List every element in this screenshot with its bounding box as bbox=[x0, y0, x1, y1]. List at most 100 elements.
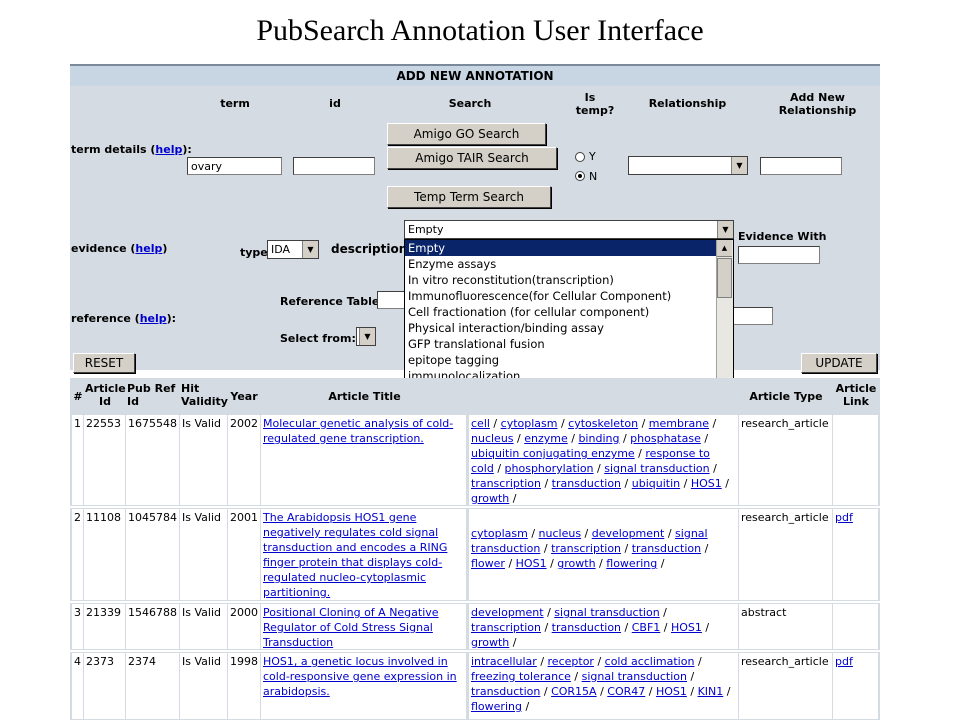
go-term-link[interactable]: phosphorylation bbox=[504, 462, 594, 475]
scroll-up-icon[interactable]: ▲ bbox=[717, 240, 732, 257]
description-select[interactable]: Empty ▼ bbox=[404, 220, 734, 239]
chevron-down-icon: ▼ bbox=[717, 221, 733, 238]
term-input[interactable]: ovary bbox=[187, 157, 282, 175]
go-term-link[interactable]: cold acclimation bbox=[604, 655, 695, 668]
scroll-thumb[interactable] bbox=[717, 258, 732, 298]
go-term-link[interactable]: HOS1 bbox=[671, 621, 702, 634]
temp-term-search-button[interactable]: Temp Term Search bbox=[387, 186, 551, 208]
go-term-link[interactable]: CBF1 bbox=[631, 621, 661, 634]
dropdown-option[interactable]: epitope tagging bbox=[408, 353, 500, 367]
go-term-link[interactable]: growth bbox=[557, 557, 596, 570]
article-title-link[interactable]: The Arabidopsis HOS1 gene negatively reg… bbox=[263, 511, 448, 599]
dropdown-option[interactable]: Enzyme assays bbox=[408, 257, 497, 271]
select-from-label: Select from: bbox=[280, 332, 356, 345]
new-relationship-input[interactable] bbox=[760, 157, 842, 175]
go-term-link[interactable]: signal transduction bbox=[471, 527, 708, 555]
go-term-link[interactable]: transduction bbox=[471, 685, 541, 698]
go-term-link[interactable]: nucleus bbox=[538, 527, 582, 540]
cell-validity: Is Valid bbox=[180, 415, 227, 505]
go-term-link[interactable]: transduction bbox=[551, 477, 622, 490]
dropdown-option[interactable]: Empty bbox=[405, 240, 733, 256]
go-term-link[interactable]: development bbox=[471, 606, 544, 619]
cell-link: pdf bbox=[833, 509, 878, 600]
dropdown-option[interactable]: Physical interaction/binding assay bbox=[408, 321, 604, 335]
cell-id: 2373 bbox=[84, 653, 125, 719]
go-term-link[interactable]: growth bbox=[471, 636, 510, 649]
article-title-link[interactable]: Positional Cloning of A Negative Regulat… bbox=[263, 606, 439, 649]
evidence-help-link[interactable]: help bbox=[135, 242, 163, 255]
reference-help-link[interactable]: help bbox=[139, 312, 167, 325]
temp-radio-y[interactable] bbox=[575, 152, 585, 162]
temp-radio-n[interactable] bbox=[575, 171, 585, 181]
go-term-link[interactable]: intracellular bbox=[471, 655, 537, 668]
type-label: type bbox=[240, 246, 268, 259]
update-button[interactable]: UPDATE bbox=[801, 353, 877, 373]
go-term-link[interactable]: cell bbox=[471, 417, 490, 430]
reset-button[interactable]: RESET bbox=[73, 353, 135, 373]
go-term-link[interactable]: development bbox=[591, 527, 665, 540]
go-term-link[interactable]: flower bbox=[471, 557, 505, 570]
dropdown-option[interactable]: Cell fractionation (for cellular compone… bbox=[408, 305, 650, 319]
reference-table-input[interactable] bbox=[377, 291, 407, 309]
cell-terms: development / signal transduction / tran… bbox=[469, 604, 738, 649]
th-year: Year bbox=[230, 390, 258, 403]
article-title-link[interactable]: Molecular genetic analysis of cold-regul… bbox=[263, 417, 454, 445]
go-term-link[interactable]: flowering bbox=[606, 557, 658, 570]
reference-extra-input[interactable] bbox=[731, 307, 773, 325]
go-term-link[interactable]: binding bbox=[578, 432, 620, 445]
id-input[interactable] bbox=[293, 157, 375, 175]
cell-year: 2001 bbox=[228, 509, 260, 600]
dropdown-option[interactable]: In vitro reconstitution(transcription) bbox=[408, 273, 614, 287]
article-title-link[interactable]: HOS1, a genetic locus involved in cold-r… bbox=[263, 655, 457, 698]
go-term-link[interactable]: HOS1 bbox=[655, 685, 687, 698]
term-help-link[interactable]: help bbox=[155, 143, 183, 156]
dropdown-scrollbar[interactable]: ▲ ▼ bbox=[716, 240, 733, 416]
go-term-link[interactable]: nucleus bbox=[471, 432, 514, 445]
dropdown-option[interactable]: GFP translational fusion bbox=[408, 337, 545, 351]
go-term-link[interactable]: ubiquitin bbox=[631, 477, 681, 490]
go-term-link[interactable]: ubiquitin conjugating enzyme bbox=[471, 447, 635, 460]
go-term-link[interactable]: KIN1 bbox=[697, 685, 724, 698]
go-term-link[interactable]: COR47 bbox=[607, 685, 646, 698]
amigo-tair-search-button[interactable]: Amigo TAIR Search bbox=[387, 147, 557, 169]
table-header bbox=[70, 378, 880, 414]
go-term-link[interactable]: HOS1 bbox=[690, 477, 722, 490]
evidence-label: evidence (help) bbox=[71, 242, 168, 255]
go-term-link[interactable]: phosphatase bbox=[630, 432, 701, 445]
go-term-link[interactable]: enzyme bbox=[524, 432, 568, 445]
evidence-type-select[interactable]: IDA ▼ bbox=[267, 240, 319, 259]
go-term-link[interactable]: COR15A bbox=[551, 685, 597, 698]
pdf-link[interactable]: pdf bbox=[835, 511, 853, 524]
go-term-link[interactable]: receptor bbox=[547, 655, 594, 668]
go-term-link[interactable]: signal transduction bbox=[581, 670, 687, 683]
relationship-select[interactable]: ▼ bbox=[628, 156, 748, 175]
go-term-link[interactable]: transduction bbox=[551, 621, 622, 634]
go-term-link[interactable]: cytoskeleton bbox=[568, 417, 639, 430]
go-term-link[interactable]: flowering bbox=[471, 700, 522, 713]
pdf-link[interactable]: pdf bbox=[835, 655, 853, 668]
cell-id: 11108 bbox=[84, 509, 125, 600]
cell-link bbox=[833, 604, 878, 649]
go-term-link[interactable]: transduction bbox=[631, 542, 702, 555]
amigo-go-search-button[interactable]: Amigo GO Search bbox=[387, 123, 546, 145]
go-term-link[interactable]: transcription bbox=[471, 621, 541, 634]
go-term-link[interactable]: cytoplasm bbox=[500, 417, 558, 430]
evidence-with-input[interactable] bbox=[738, 246, 820, 264]
go-term-link[interactable]: signal transduction bbox=[554, 606, 660, 619]
go-term-link[interactable]: freezing tolerance bbox=[471, 670, 571, 683]
go-term-link[interactable]: growth bbox=[471, 492, 510, 505]
go-term-link[interactable]: cytoplasm bbox=[471, 527, 528, 540]
cell-title: Molecular genetic analysis of cold-regul… bbox=[261, 415, 466, 505]
col-add-new: Add New bbox=[790, 91, 845, 104]
radio-n-label: N bbox=[589, 170, 598, 183]
dropdown-option[interactable]: Immunofluorescence(for Cellular Componen… bbox=[408, 289, 672, 303]
go-term-link[interactable]: response to cold bbox=[471, 447, 710, 475]
go-term-link[interactable]: transcription bbox=[551, 542, 622, 555]
select-from-select[interactable]: ▼ bbox=[356, 327, 376, 346]
go-term-link[interactable]: transcription bbox=[471, 477, 541, 490]
go-term-link[interactable]: membrane bbox=[648, 417, 709, 430]
go-term-link[interactable]: HOS1 bbox=[515, 557, 547, 570]
go-term-link[interactable]: signal transduction bbox=[604, 462, 710, 475]
